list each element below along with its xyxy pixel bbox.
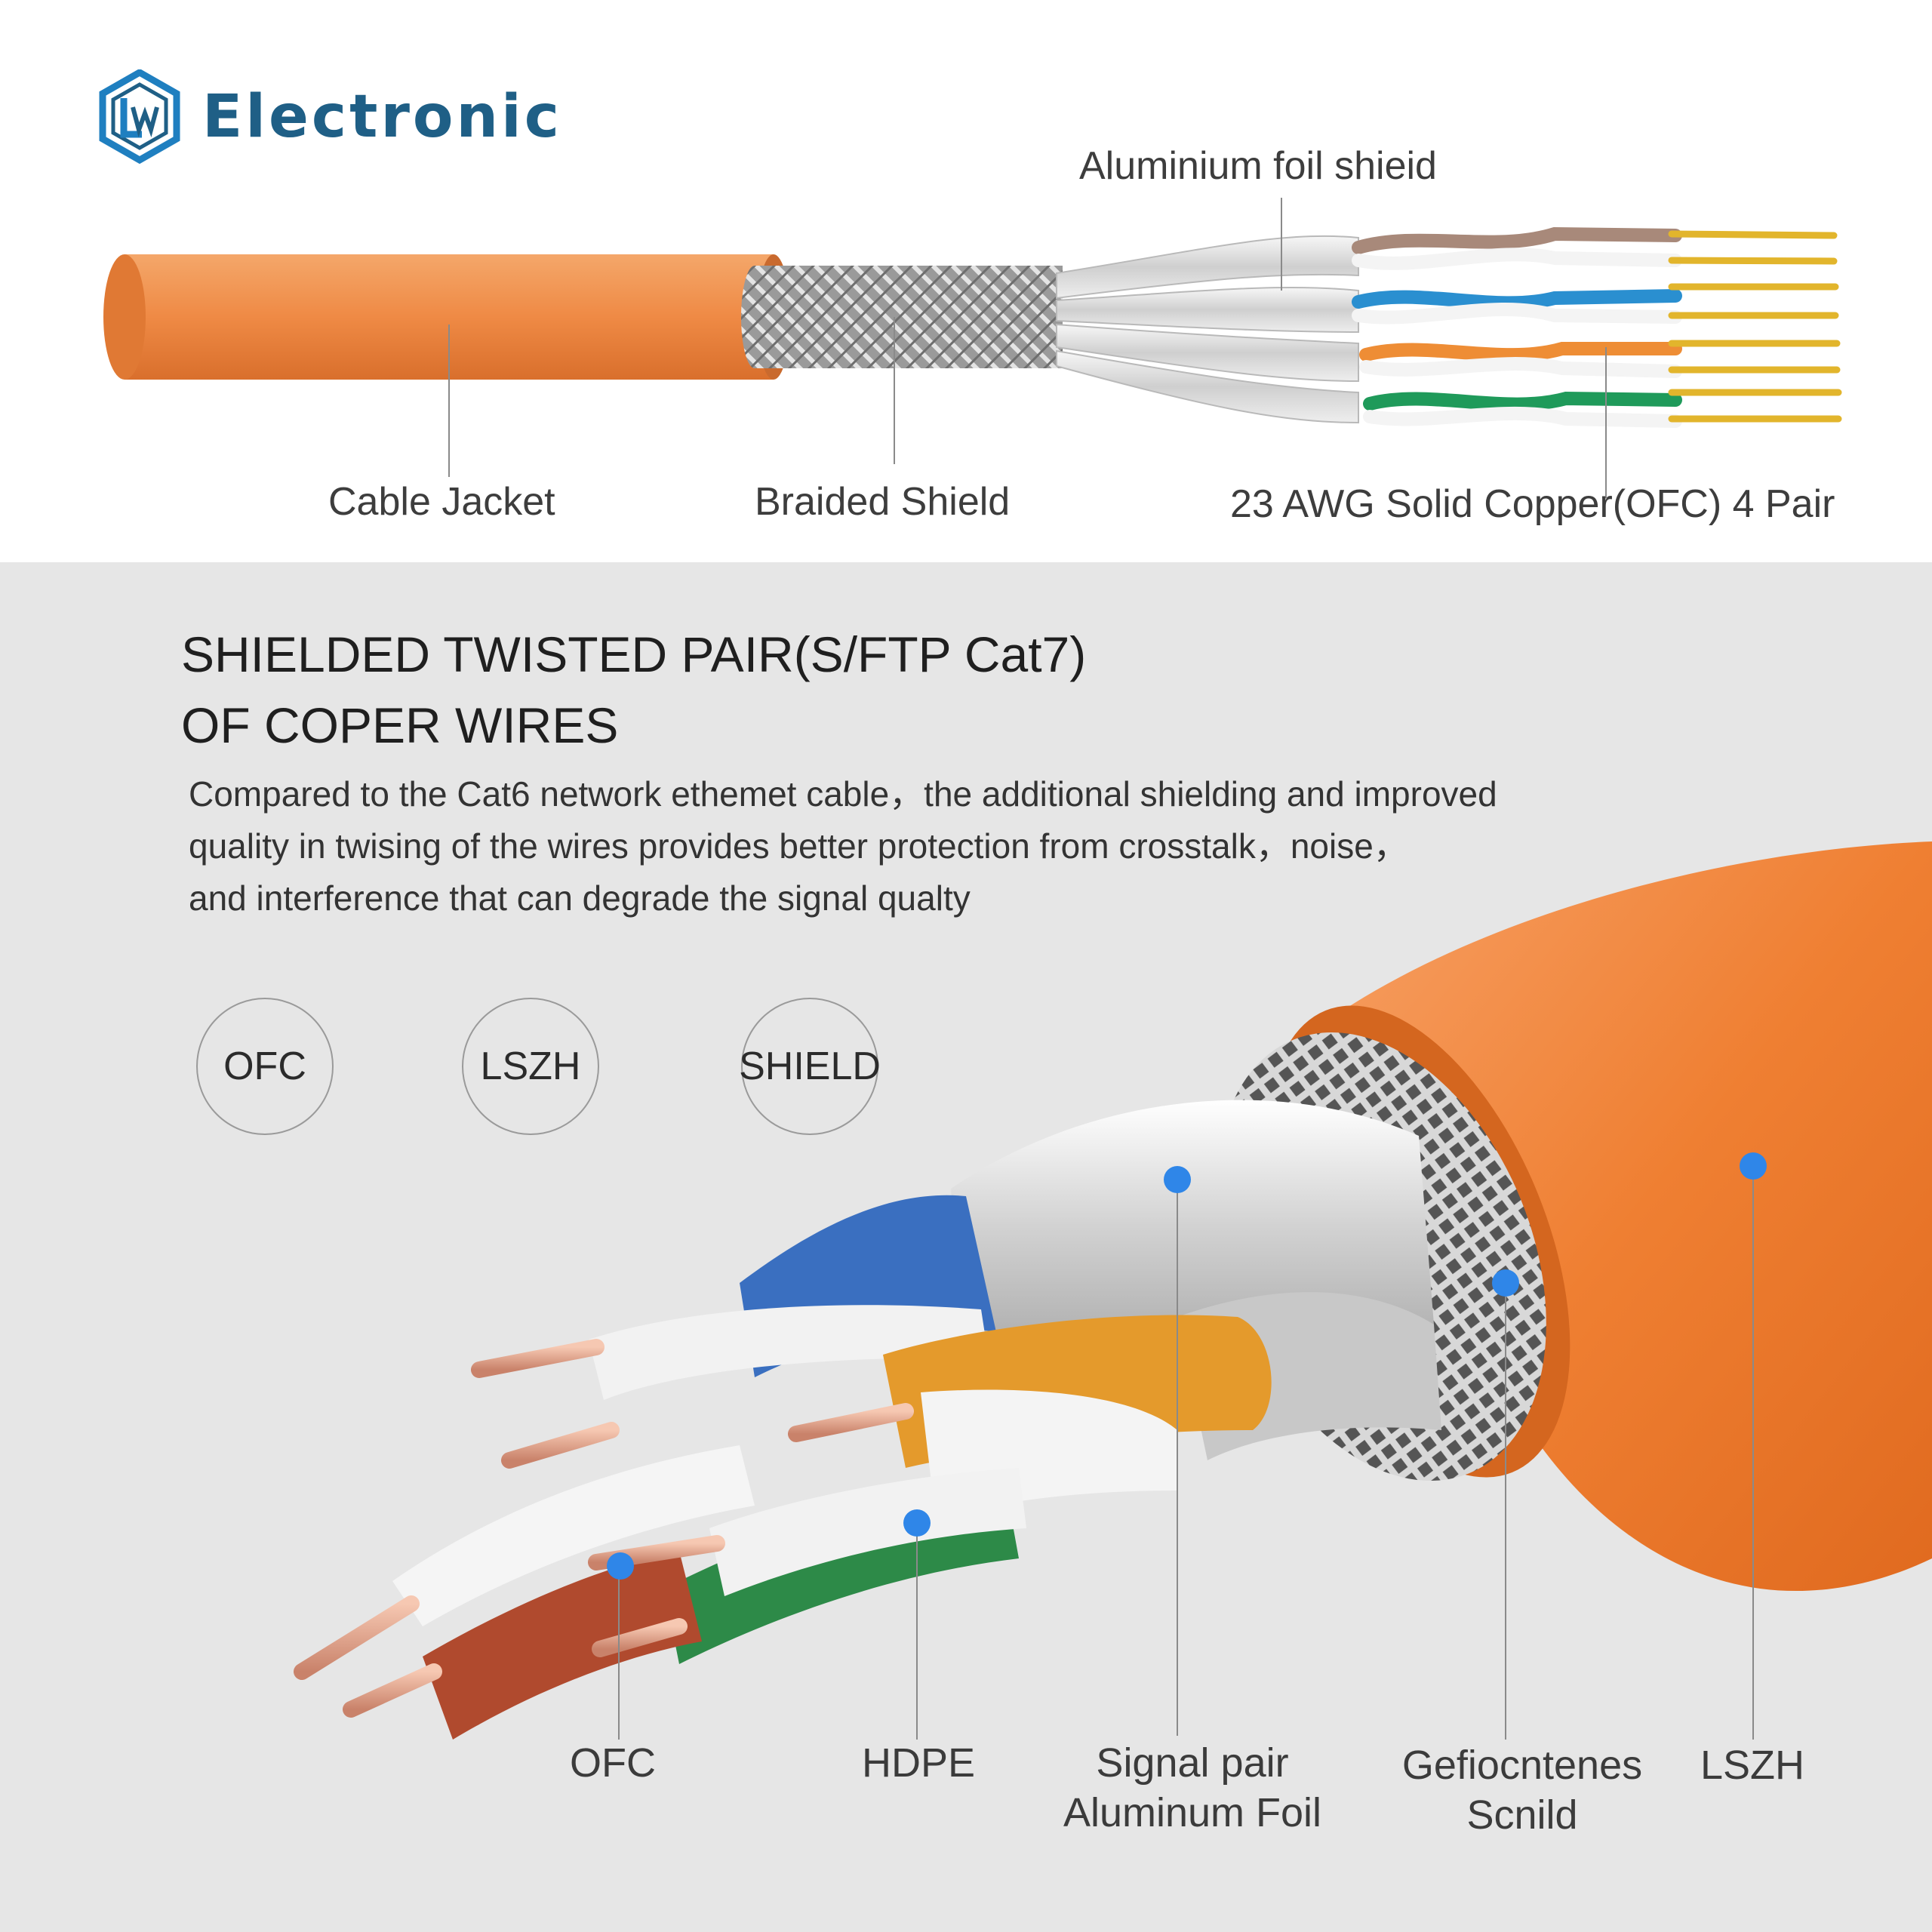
brand-name: Electronic <box>202 82 562 151</box>
callout-signal-pair: Signal pair Aluminum Foil <box>1063 1738 1321 1838</box>
copper-conductors <box>1668 230 1842 423</box>
top-panel: Electronic <box>0 0 1932 562</box>
description-line2: quality in twising of the wires provides… <box>189 826 1408 866</box>
callout-signal-line2: Aluminum Foil <box>1063 1790 1322 1835</box>
callout-lszh: LSZH <box>1700 1743 1805 1788</box>
orange-pair <box>883 1315 1272 1521</box>
label-cable-jacket: Cable Jacket <box>328 480 555 524</box>
callout-signal-line1: Signal pair <box>1096 1740 1289 1786</box>
section-description: Compared to the Cat6 network ethemet cab… <box>189 768 1497 924</box>
dot-signal-pair <box>1164 1166 1191 1193</box>
twisted-pairs <box>1352 226 1682 428</box>
dot-ofc <box>607 1552 634 1580</box>
callout-shield-line2: Scnild <box>1466 1792 1578 1838</box>
label-braided-shield: Braided Shield <box>755 480 1011 524</box>
brown-pair <box>392 1445 755 1740</box>
section-title-line1: SHIELDED TWISTED PAIR(S/FTP Cat7) <box>181 626 1087 682</box>
callout-ofc: OFC <box>570 1740 656 1786</box>
section-title: SHIELDED TWISTED PAIR(S/FTP Cat7) OF COP… <box>181 619 1086 761</box>
description-line3: and interference that can degrade the si… <box>189 878 971 918</box>
callout-shield: Gefiocntenes Scnild <box>1402 1740 1642 1840</box>
badge-lszh: LSZH <box>462 998 599 1135</box>
callout-dots <box>607 1152 1767 1580</box>
callout-hdpe: HDPE <box>861 1740 976 1786</box>
dot-hdpe <box>903 1509 931 1537</box>
braided-shield <box>741 266 1063 368</box>
brand-logo: Electronic <box>98 69 562 164</box>
badge-ofc: OFC <box>196 998 334 1135</box>
cable-closeup-illustration <box>294 841 1932 1740</box>
label-aluminium-foil: Aluminium foil shieid <box>1079 144 1437 188</box>
badge-shield: SHIELD <box>739 998 881 1135</box>
section-title-line2: OF COPER WIRES <box>181 697 619 753</box>
callout-shield-line1: Gefiocntenes <box>1401 1743 1643 1788</box>
cable-jacket <box>103 254 790 380</box>
dot-lszh <box>1740 1152 1767 1180</box>
leader-lines <box>448 198 1607 498</box>
copper-wire-ends <box>294 1339 914 1718</box>
blue-pair <box>589 1195 996 1400</box>
aluminium-foil-pairs <box>1056 235 1359 424</box>
label-copper-conductors: 23 AWG Solid Copper(OFC) 4 Pair <box>1230 482 1835 526</box>
cable-cutaway-diagram <box>103 198 1842 498</box>
description-line1: Compared to the Cat6 network ethemet cab… <box>189 774 1497 814</box>
lw-logo-icon <box>99 69 180 164</box>
callout-leaders <box>618 1166 1754 1740</box>
dot-shield <box>1492 1269 1519 1297</box>
